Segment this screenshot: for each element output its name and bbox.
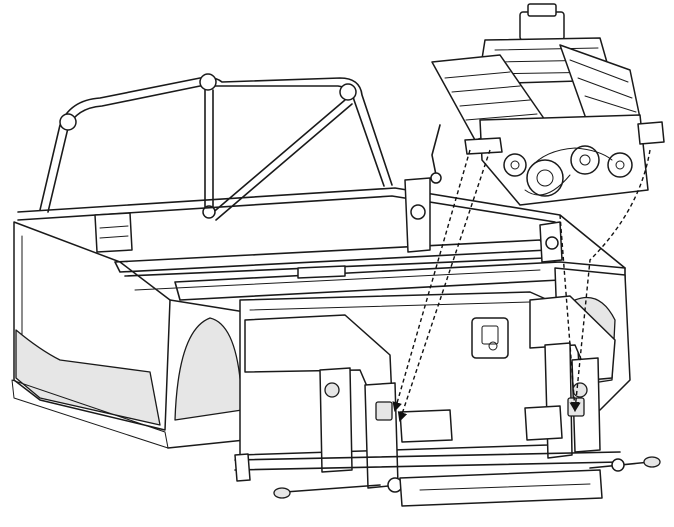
engine-mount-left <box>464 137 503 155</box>
cage-joint-top <box>199 73 217 91</box>
pulley-water-pump <box>503 153 527 177</box>
cage-joint-left <box>59 113 77 131</box>
arrow-left-mount-a <box>392 149 471 412</box>
access-panel <box>471 317 509 359</box>
roll-cage <box>39 73 393 221</box>
arrow-left-mount-b <box>397 149 491 422</box>
mount-arrows <box>392 149 651 422</box>
engine-mount-right <box>637 121 665 145</box>
cage-joint-right <box>339 83 357 101</box>
engine-block <box>430 3 665 206</box>
pulley-alternator <box>570 145 600 175</box>
front-frame <box>234 295 661 507</box>
arrow-right-mount <box>570 149 651 412</box>
pulley-main <box>526 159 564 197</box>
